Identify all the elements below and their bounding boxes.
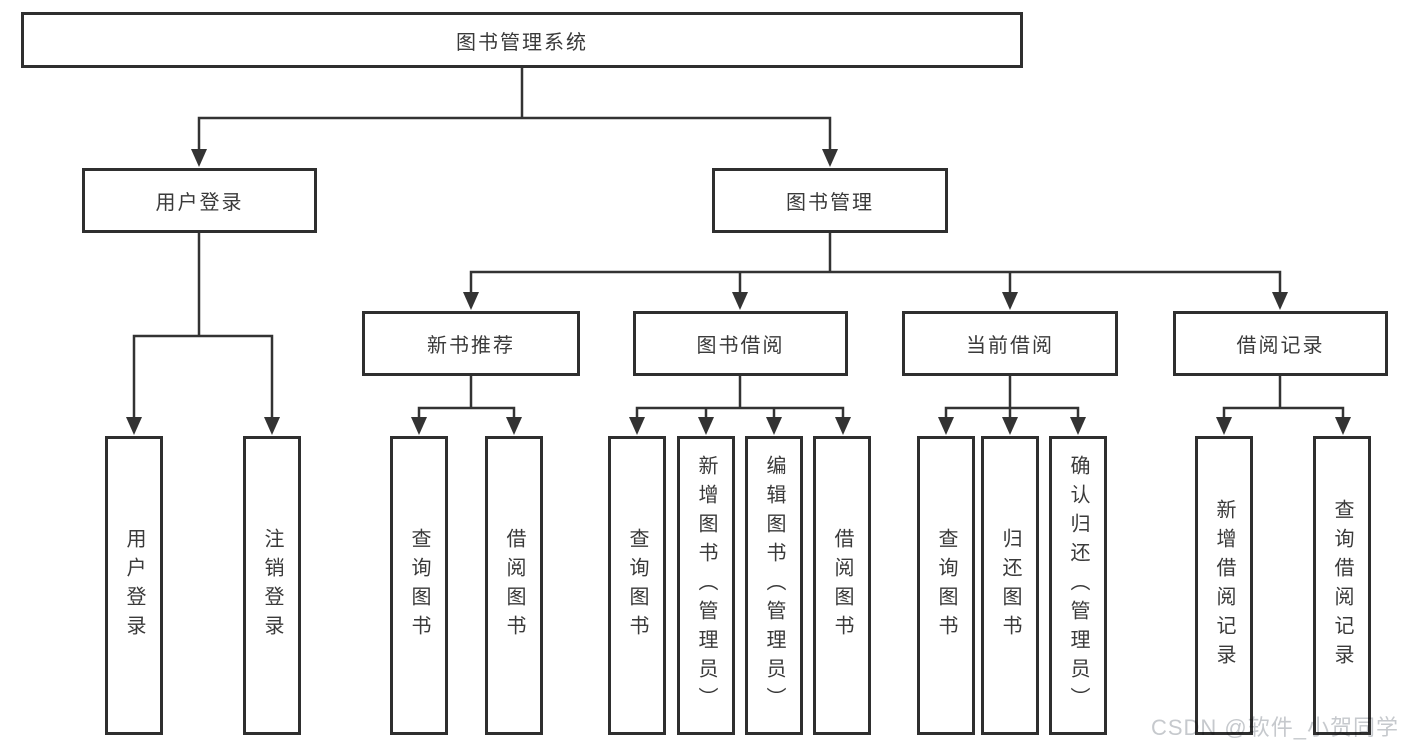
arrowhead: [1002, 292, 1018, 310]
node-new-book-recommend: 新书推荐: [362, 311, 580, 376]
node-user-login-branch-label: 用户登录: [155, 192, 244, 214]
arrowhead: [126, 417, 142, 435]
node-leaf-user-login-label: 用户登录: [123, 527, 145, 644]
node-leaf-current-query-books-label: 查询图书: [935, 527, 957, 644]
node-leaf-add-borrow-record: 新增借阅记录: [1195, 436, 1253, 735]
arrowhead: [822, 149, 838, 167]
node-leaf-edit-books-admin-label: 编辑图书（管理员）: [763, 455, 785, 716]
node-leaf-return-books-label: 归还图书: [999, 527, 1021, 644]
node-user-login-branch: 用户登录: [82, 168, 317, 233]
node-leaf-edit-books-admin: 编辑图书（管理员）: [745, 436, 803, 735]
arrowhead: [629, 417, 645, 435]
node-current-borrowing: 当前借阅: [902, 311, 1118, 376]
node-root: 图书管理系统: [21, 12, 1023, 68]
arrowhead: [463, 292, 479, 310]
arrowhead: [1216, 417, 1232, 435]
node-leaf-recommend-borrow-books: 借阅图书: [485, 436, 543, 735]
node-book-management-branch: 图书管理: [712, 168, 948, 233]
node-leaf-logout-label: 注销登录: [261, 527, 283, 644]
node-leaf-borrowing-query-books: 查询图书: [608, 436, 666, 735]
node-leaf-add-books-admin-label: 新增图书（管理员）: [695, 455, 717, 716]
arrowhead: [835, 417, 851, 435]
node-book-management-branch-label: 图书管理: [786, 192, 874, 214]
node-borrowing-records: 借阅记录: [1173, 311, 1388, 376]
tree-edges: [132, 66, 1345, 422]
arrowhead: [506, 417, 522, 435]
arrowhead: [732, 292, 748, 310]
node-leaf-borrowing-query-books-label: 查询图书: [626, 527, 648, 644]
csdn-watermark: CSDN @软件_小贺同学: [1150, 715, 1399, 740]
node-leaf-return-books: 归还图书: [981, 436, 1039, 735]
node-leaf-add-books-admin: 新增图书（管理员）: [677, 436, 735, 735]
node-current-borrowing-label: 当前借阅: [966, 335, 1054, 357]
node-book-borrowing-label: 图书借阅: [696, 335, 785, 357]
arrowhead: [698, 417, 714, 435]
arrowhead: [1002, 417, 1018, 435]
arrowhead: [766, 417, 782, 435]
node-leaf-recommend-query-books-label: 查询图书: [408, 527, 430, 644]
node-leaf-user-login: 用户登录: [105, 436, 163, 735]
arrowhead: [1335, 417, 1351, 435]
arrowhead: [264, 417, 280, 435]
node-leaf-confirm-return-admin-label: 确认归还（管理员）: [1067, 455, 1089, 716]
arrowhead: [1272, 292, 1288, 310]
arrowhead: [938, 417, 954, 435]
node-leaf-confirm-return-admin: 确认归还（管理员）: [1049, 436, 1107, 735]
arrowhead: [1070, 417, 1086, 435]
node-leaf-query-borrow-record: 查询借阅记录: [1313, 436, 1371, 735]
node-leaf-recommend-query-books: 查询图书: [390, 436, 448, 735]
arrowheads: [126, 149, 1351, 435]
node-new-book-recommend-label: 新书推荐: [427, 335, 515, 357]
node-borrowing-records-label: 借阅记录: [1236, 335, 1325, 357]
arrowhead: [191, 149, 207, 167]
node-leaf-logout: 注销登录: [243, 436, 301, 735]
node-leaf-borrowing-borrow-books-label: 借阅图书: [831, 527, 853, 644]
node-book-borrowing: 图书借阅: [633, 311, 848, 376]
arrowhead: [411, 417, 427, 435]
node-leaf-borrowing-borrow-books: 借阅图书: [813, 436, 871, 735]
node-leaf-recommend-borrow-books-label: 借阅图书: [503, 527, 525, 644]
node-leaf-query-borrow-record-label: 查询借阅记录: [1331, 498, 1353, 673]
node-leaf-current-query-books: 查询图书: [917, 436, 975, 735]
node-root-label: 图书管理系统: [456, 31, 588, 54]
node-leaf-add-borrow-record-label: 新增借阅记录: [1213, 498, 1235, 673]
